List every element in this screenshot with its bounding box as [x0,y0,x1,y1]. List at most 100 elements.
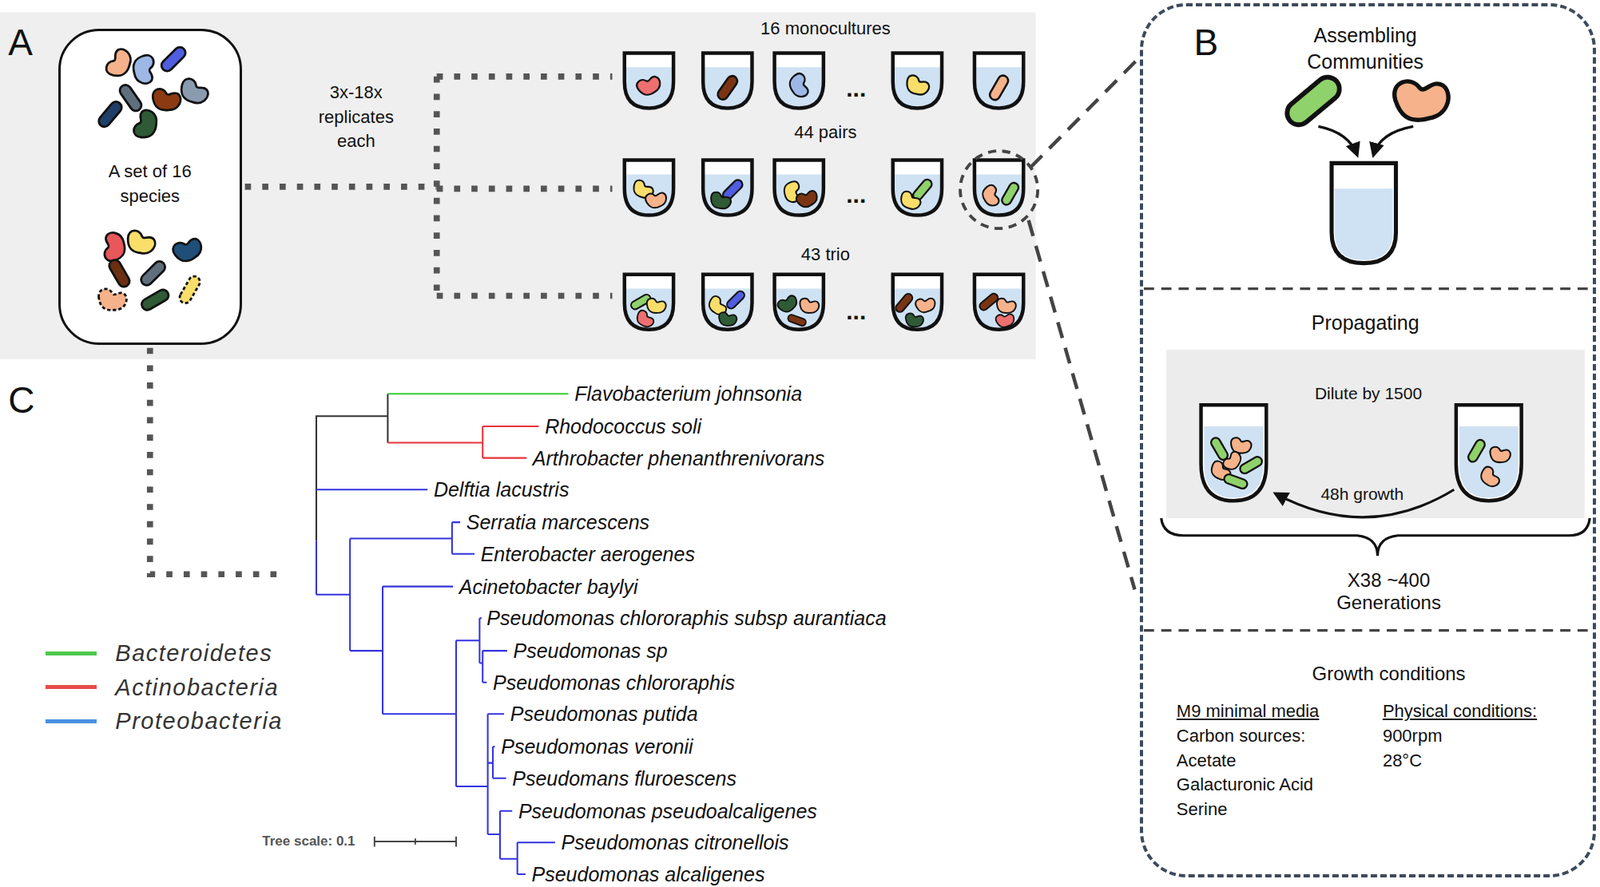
culture-tubes [647,298,667,314]
assembling-illustration [1318,126,1358,155]
box-text: M9 minimal media [1176,701,1320,723]
panel-letter: C [7,378,35,423]
culture-tubes [774,52,824,108]
culture-tubes [893,292,914,314]
species-name: Pseudomans fluroescens [512,766,737,791]
ellipsis: ... [845,297,866,326]
species-cells [96,99,124,130]
species-cells [131,54,158,86]
dotted-connectors [245,183,437,191]
zoom-lines [1028,57,1140,591]
dotted-connectors [150,76,613,575]
species-name: Delftia lacustris [433,477,570,502]
box-text: Dilute by 1500 [1314,383,1422,404]
species-cells [99,289,128,311]
culture-tubes [643,189,668,211]
section-dividers [1143,629,1596,632]
propagation-illustration [1221,448,1244,473]
species-name: Pseudomonas chlororaphis [492,670,735,695]
species-cells [132,108,159,140]
species-name: Pseudomonas pseudoalcaligenes [518,799,818,824]
culture-tubes [702,160,752,216]
culture-tubes [774,160,824,216]
species-name: Rhodococcus soli [544,414,702,439]
section-dividers [1143,287,1596,290]
box-text: Growth conditions [1312,663,1466,687]
panel-a-ground [0,11,1037,359]
culture-tubes [774,274,824,330]
dotted-connectors [150,348,282,576]
phylogenetic-tree [387,393,568,395]
culture-tubes [799,298,819,314]
culture-tubes [905,313,924,327]
culture-tubes [786,313,807,327]
ellipsis: ... [845,180,866,210]
species-cells [139,287,171,312]
species-name: Arthrobacter phenanthrenivorans [532,446,826,471]
culture-tubes [974,52,1024,108]
box-text: 16 monocultures [760,18,891,40]
culture-tubes [898,190,923,212]
propagation-illustration [1201,404,1267,501]
legend-text: Proteobacteria [115,707,283,736]
propagation-illustration [1466,438,1487,465]
legend-text: Bacteroidetes [115,639,273,668]
box-text: Galacturonic Acid [1176,774,1314,796]
species-name: Pseudomonas citronellois [561,830,790,855]
culture-tubes [624,52,674,108]
culture-tubes [624,52,1024,330]
culture-tubes [775,292,800,316]
propagation-illustration [1459,426,1519,498]
culture-tubes [988,73,1011,102]
species-name: Pseudomonas alcaligenes [532,862,766,887]
assembling-illustration [1373,126,1414,155]
assembling-illustration [1282,72,1452,264]
assembling-illustration [1334,188,1394,260]
culture-tubes [1000,181,1021,207]
ellipsis: ... [845,74,866,104]
species-name: Pseudomonas chlororaphis subsp aurantiac… [486,606,886,631]
species-name: Pseudomonas putida [510,702,699,727]
box-text: 48h growth [1320,484,1404,505]
brace [1161,518,1591,556]
species-cells [152,88,181,111]
box-text: Physical conditions: [1382,701,1537,723]
box-text: X38 ~400 Generations [1302,569,1475,614]
assembling-illustration [1392,74,1452,124]
culture-tubes [786,71,813,101]
culture-tubes [974,274,1024,330]
species-cells [104,46,135,80]
propagation-illustration [1489,447,1510,463]
culture-tubes [702,274,752,330]
propagation-illustration [1201,404,1267,501]
culture-tubes [624,160,674,216]
propagation-illustration [1201,404,1522,518]
legend-swatch [45,719,97,724]
dotted-connectors [436,293,613,300]
panel-a-band: A set of 16 speciesA3x-18x replicates ea… [0,11,1037,359]
culture-tubes [893,274,942,330]
box-text: Carbon sources: [1176,726,1306,747]
propagation-illustration [1456,404,1522,501]
species-name: Pseudomonas sp [513,639,668,664]
culture-tubes [702,52,752,108]
dotted-connectors [436,186,613,193]
species-cells [158,44,188,74]
box-text: Serine [1176,799,1228,821]
legend-text: Actinobacteria [115,674,279,703]
box-text: 43 trio [801,244,850,266]
assembling-illustration [1331,162,1396,263]
species-cells [100,230,127,263]
legend-swatch [45,685,97,690]
culture-tubes [893,52,942,108]
culture-tubes [635,71,664,99]
box-text: Assembling Communities [1297,22,1434,77]
scale-label: Tree scale: 0.1 [262,833,355,850]
species-name: Pseudomonas veronii [500,734,693,759]
species-cells [177,274,202,306]
species-name: Enterobacter aerogenes [480,542,695,567]
propagation-illustration [1238,455,1264,476]
panel-b-frame: Dilute by 150048h growthBAssembling Comm… [1139,3,1597,878]
culture-tubes [914,294,938,315]
